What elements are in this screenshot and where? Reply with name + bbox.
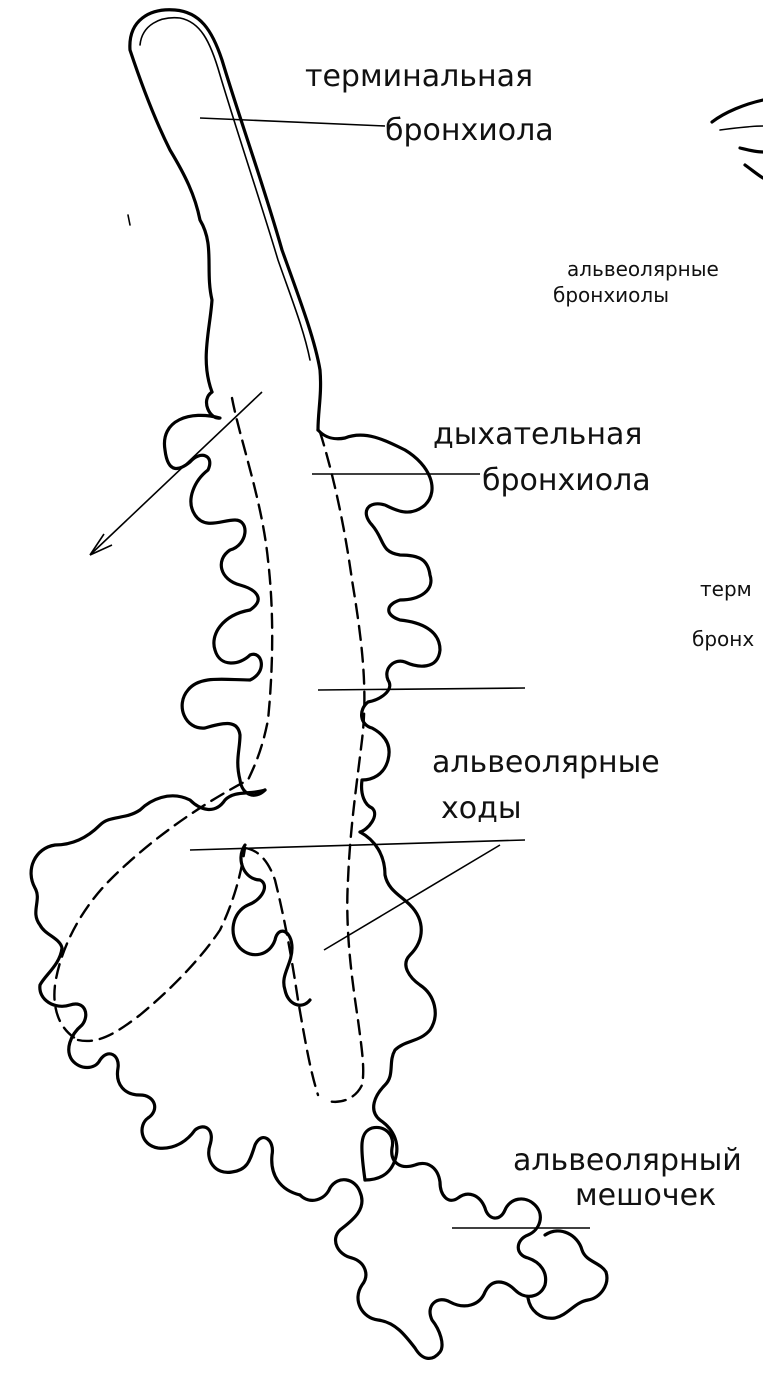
respiratory-bronchiole-right-alveoli [318, 430, 440, 832]
respiratory-bronchiole-left-alveoli [164, 392, 265, 795]
leader-alveolar-ducts-3 [324, 845, 500, 950]
speck-mark [128, 215, 130, 225]
label-terminal-bronchiole-line1: терминальная [305, 59, 533, 94]
terminal-bronchiole-outline [130, 10, 321, 430]
label-terminal-partial-line2: бронх [692, 627, 754, 651]
label-respiratory-bronchiole-line2: бронхиола [482, 463, 651, 498]
respiratory-bronchiole-lumen-left [54, 398, 272, 1040]
airflow-arrow [90, 392, 262, 555]
label-alveolar-sac-line1: альвеолярный [513, 1143, 742, 1178]
respiratory-bronchiole-lumen-right [320, 432, 364, 1102]
label-alveolar-bronchioles-line2: бронхиолы [553, 283, 669, 307]
alveolar-duct-lumen-center [245, 848, 318, 1095]
inset-drawing-fragment [712, 100, 763, 178]
leader-terminal-bronchiole [200, 118, 385, 126]
leader-alveolar-ducts-1 [318, 688, 525, 690]
label-alveolar-sac-line2: мешочек [575, 1178, 716, 1213]
label-alveolar-bronchioles-line1: альвеолярные [567, 257, 719, 281]
leader-alveolar-ducts-2 [190, 840, 525, 850]
label-alveolar-ducts-line2: ходы [441, 791, 522, 826]
label-respiratory-bronchiole-line1: дыхательная [433, 417, 642, 452]
alveolar-sac-lobe [528, 1231, 607, 1318]
alveolar-sac-outline [300, 1127, 546, 1358]
alveolar-duct-lumen-left-branch [78, 848, 245, 1041]
label-terminal-bronchiole-line2: бронхиола [385, 113, 554, 148]
label-alveolar-ducts-line1: альвеолярные [432, 745, 660, 780]
label-terminal-partial-line1: терм [700, 577, 752, 601]
